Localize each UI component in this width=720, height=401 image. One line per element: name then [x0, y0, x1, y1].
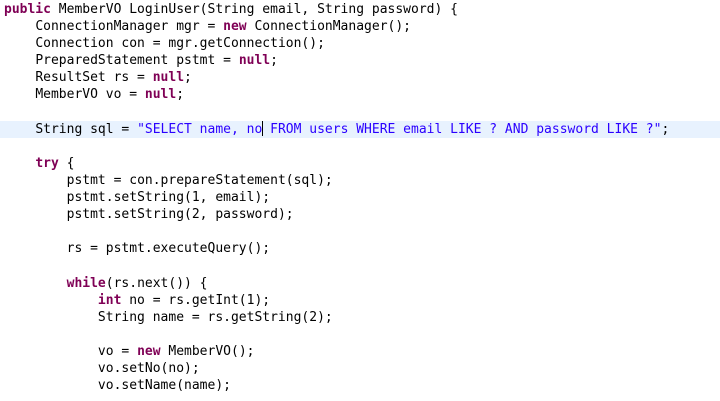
code-token: ; [270, 53, 278, 69]
code-line[interactable] [0, 326, 720, 343]
keyword-token: new [137, 343, 161, 359]
indent [4, 70, 35, 85]
string-token: FROM users WHERE email LIKE ? AND passwo… [262, 121, 662, 137]
code-line[interactable]: try { [0, 155, 720, 172]
code-line[interactable]: MemberVO vo = null; [0, 86, 720, 103]
code-token: vo = [97, 343, 138, 359]
code-token: MemberVO(); [160, 343, 255, 359]
code-token: ; [184, 70, 192, 86]
keyword-token: null [238, 53, 271, 69]
keyword-token: new [223, 19, 247, 35]
text-caret [262, 120, 264, 136]
code-token: String sql = [35, 121, 138, 137]
code-token: (rs.next()) { [105, 275, 208, 291]
code-token: vo.setNo(no); [97, 360, 200, 376]
keyword-token: null [152, 70, 185, 86]
code-line[interactable] [0, 257, 720, 274]
code-token: MemberVO vo = [35, 87, 145, 103]
indent [4, 156, 35, 171]
code-token: ; [176, 87, 185, 103]
indent [4, 378, 98, 393]
code-line[interactable]: int no = rs.getInt(1); [0, 292, 720, 309]
code-token: ; [661, 121, 670, 137]
code-token: ResultSet rs = [35, 70, 153, 86]
indent [4, 276, 67, 291]
code-token: ConnectionManager(); [246, 19, 412, 35]
code-line[interactable]: pstmt.setString(2, password); [0, 206, 720, 223]
code-line[interactable]: ConnectionManager mgr = new ConnectionMa… [0, 18, 720, 35]
code-line[interactable]: vo = new MemberVO(); [0, 343, 720, 360]
indent [4, 87, 35, 102]
code-token: String name = rs.getString(2); [97, 309, 333, 325]
keyword-token: try [35, 155, 59, 171]
code-line[interactable]: ResultSet rs = null; [0, 69, 720, 86]
keyword-token: null [144, 87, 177, 103]
code-line[interactable]: PreparedStatement pstmt = null; [0, 52, 720, 69]
indent [4, 122, 35, 137]
code-token: vo.setName(name); [97, 378, 231, 394]
indent [4, 207, 67, 222]
indent [4, 190, 67, 205]
indent [4, 310, 98, 325]
indent [4, 344, 98, 359]
indent [4, 241, 67, 256]
code-token: { [58, 155, 75, 171]
code-line[interactable]: Connection con = mgr.getConnection(); [0, 35, 720, 52]
code-token: no = rs.getInt(1); [121, 292, 271, 308]
string-token: "SELECT name, no [137, 121, 263, 137]
code-line[interactable] [0, 138, 720, 155]
code-token: PreparedStatement pstmt = [35, 53, 239, 69]
code-line[interactable]: pstmt.setString(1, email); [0, 189, 720, 206]
code-line[interactable]: rs = pstmt.executeQuery(); [0, 240, 720, 257]
code-line[interactable]: vo.setNo(no); [0, 360, 720, 377]
code-token: pstmt = con.prepareStatement(sql); [66, 172, 333, 188]
indent [4, 173, 67, 188]
indent [4, 361, 98, 376]
indent [4, 53, 35, 68]
code-line[interactable]: while(rs.next()) { [0, 275, 720, 292]
keyword-token: int [97, 292, 122, 308]
code-line[interactable] [0, 104, 720, 121]
indent [4, 293, 98, 308]
indent [4, 19, 35, 34]
code-token: MemberVO LoginUser(String email, String … [50, 2, 458, 17]
code-token: rs = pstmt.executeQuery(); [66, 241, 271, 257]
code-line[interactable]: public MemberVO LoginUser(String email, … [0, 1, 720, 18]
code-token: ConnectionManager mgr = [35, 19, 224, 35]
code-line[interactable]: vo.setName(name); [0, 377, 720, 394]
keyword-token: while [66, 275, 106, 291]
code-line-current[interactable]: String sql = "SELECT name, no FROM users… [0, 120, 720, 138]
code-token: pstmt.setString(2, password); [66, 207, 294, 223]
code-token: pstmt.setString(1, email); [66, 190, 271, 206]
indent [4, 36, 35, 51]
code-line[interactable]: String name = rs.getString(2); [0, 309, 720, 326]
code-line[interactable] [0, 223, 720, 240]
code-token: Connection con = mgr.getConnection(); [35, 36, 325, 52]
code-line[interactable]: pstmt = con.prepareStatement(sql); [0, 172, 720, 189]
keyword-token: public [4, 2, 51, 17]
